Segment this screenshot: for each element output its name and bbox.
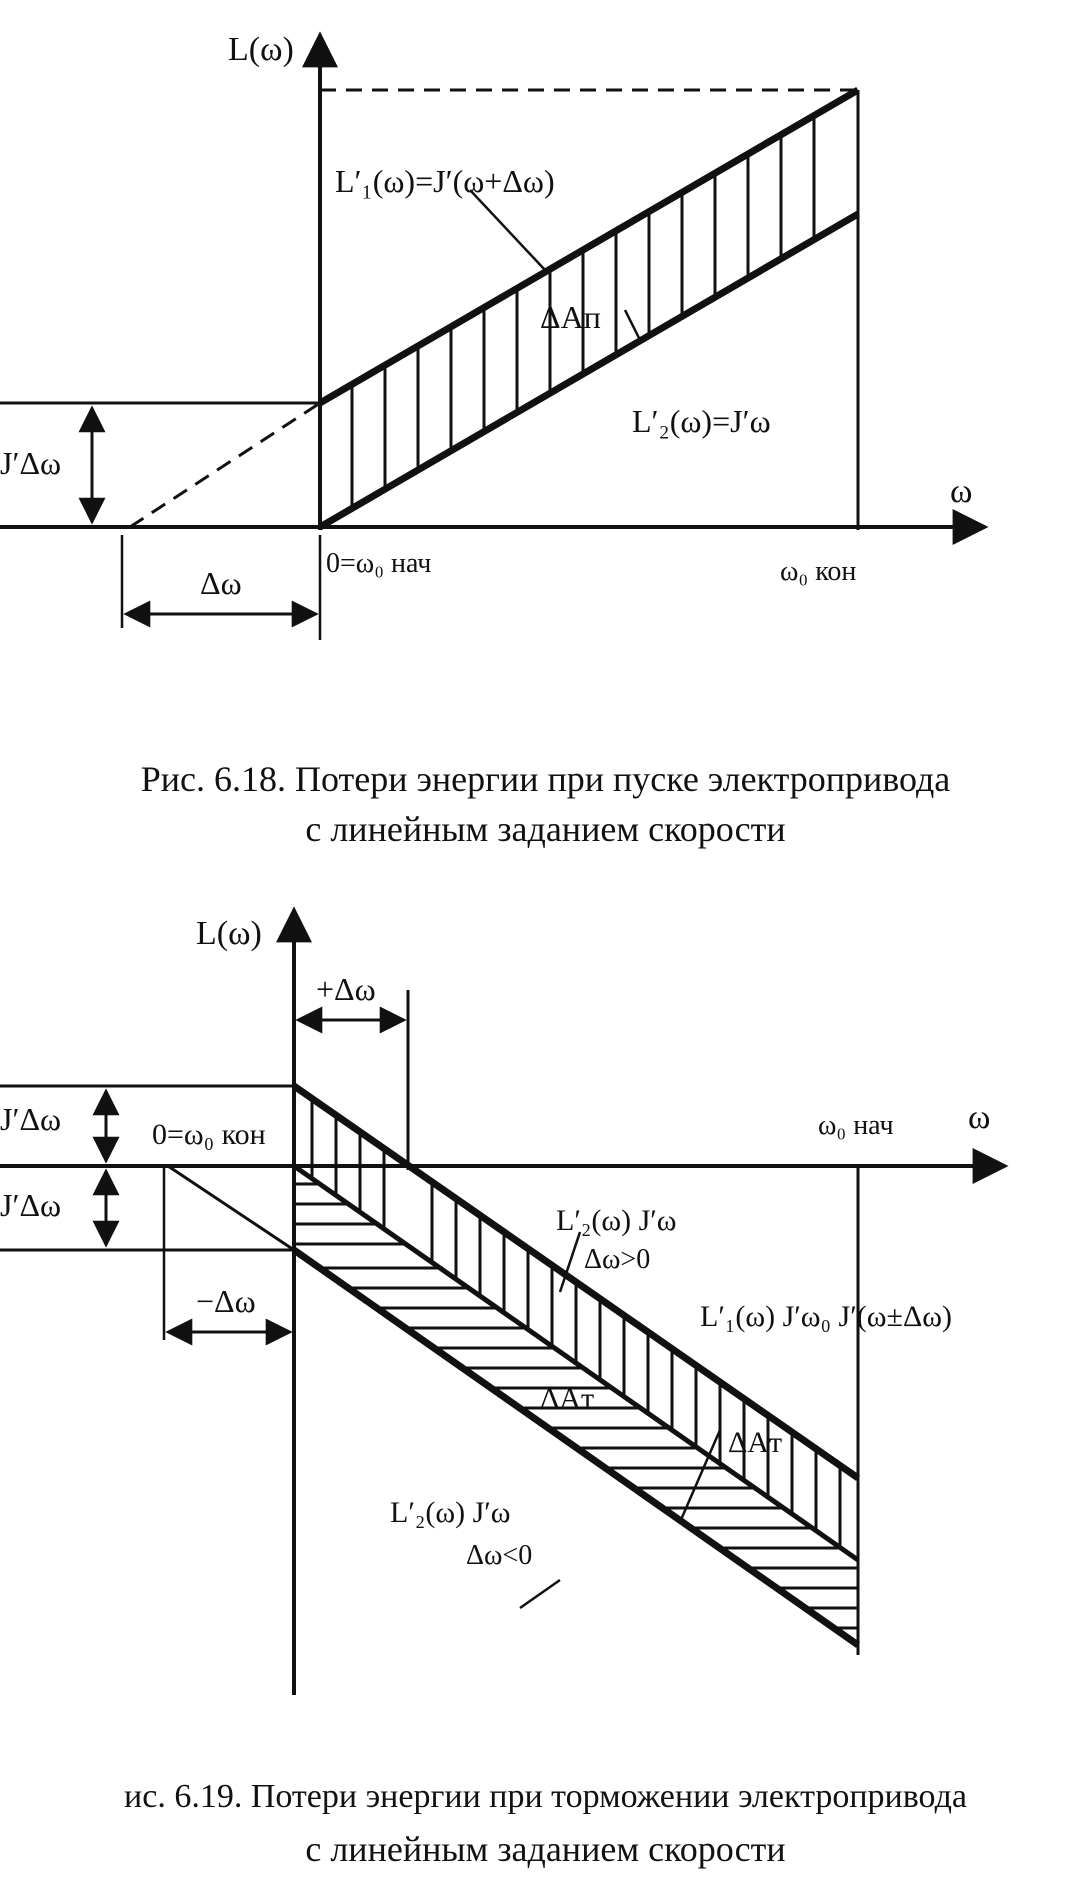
- fig2-start-label: ω₀ нач: [818, 1110, 894, 1141]
- fig1-upper-line-label: L′₁(ω)=J′(ω+Δω): [335, 163, 555, 199]
- fig1-offset-label: J′Δω: [0, 445, 61, 481]
- fig2-area-label-1: ΔAт: [540, 1382, 594, 1415]
- fig2-l2-lower-label: L′₂(ω) J′ω: [390, 1496, 511, 1529]
- fig1-x-axis-label: ω: [950, 473, 972, 510]
- fig2-vertical-hatching: [310, 1099, 842, 1546]
- figure-2-labels: L(ω) ω +Δω J′Δω J′Δω 0=ω₀ кон ω₀ нач L′₂…: [0, 915, 990, 1571]
- fig2-l2-lower-cond: Δω<0: [466, 1540, 532, 1571]
- fig1-line-l2: [318, 210, 860, 531]
- fig2-l2-upper-label: L′₂(ω) J′ω: [556, 1204, 677, 1237]
- fig2-leader-l2-lower: [519, 1578, 561, 1610]
- fig1-area-label: ΔAп: [540, 299, 601, 335]
- fig2-line-middle: [292, 1163, 860, 1563]
- fig1-dashed-extension: [129, 401, 321, 529]
- fig1-caption-line2: с линейным заданием скорости: [305, 809, 786, 849]
- fig1-delta-label: Δω: [200, 565, 242, 601]
- fig1-end-label: ω₀ кон: [780, 556, 856, 587]
- fig2-origin-label: 0=ω₀ кон: [152, 1118, 266, 1151]
- fig1-lower-line-label: L′₂(ω)=J′ω: [632, 403, 771, 439]
- fig2-leader-l2-upper: [558, 1231, 582, 1293]
- fig2-area-label-2: ΔAт: [728, 1426, 782, 1459]
- fig1-origin-label: 0=ω₀ нач: [326, 548, 431, 579]
- fig2-plus-delta-label: +Δω: [316, 971, 376, 1007]
- fig2-leader-l1: [678, 1429, 722, 1523]
- fig1-y-axis-label: L(ω): [228, 31, 294, 68]
- figure-1-labels: L(ω) ω L′₁(ω)=J′(ω+Δω) ΔAп L′₂(ω)=J′ω J′…: [0, 31, 972, 601]
- fig2-offset-upper-label: J′Δω: [0, 1101, 61, 1137]
- fig1-hatching: [350, 116, 816, 508]
- figure-1: [0, 31, 989, 640]
- fig2-caption-line1: ис. 6.19. Потери энергии при торможении …: [124, 1778, 967, 1815]
- fig2-y-axis-label: L(ω): [196, 915, 262, 952]
- fig1-caption-line1: Рис. 6.18. Потери энергии при пуске элек…: [140, 759, 951, 799]
- fig2-l2-upper-cond: Δω>0: [584, 1244, 650, 1275]
- fig2-negative-extension: [167, 1164, 295, 1252]
- fig2-x-axis-label: ω: [968, 1099, 990, 1136]
- fig2-line-lower: [291, 1247, 861, 1648]
- figure-2: [0, 906, 1009, 1695]
- fig2-offset-lower-label: J′Δω: [0, 1187, 61, 1223]
- fig1-leader-l2: [623, 309, 642, 341]
- fig1-line-l1: [318, 86, 860, 407]
- fig2-caption-line2: с линейным заданием скорости: [305, 1829, 786, 1869]
- fig2-l1-label: L′₁(ω) J′ω₀ J′(ω±Δω): [700, 1300, 952, 1333]
- fig2-minus-delta-label: −Δω: [196, 1283, 256, 1319]
- fig1-leader-l1: [469, 189, 546, 271]
